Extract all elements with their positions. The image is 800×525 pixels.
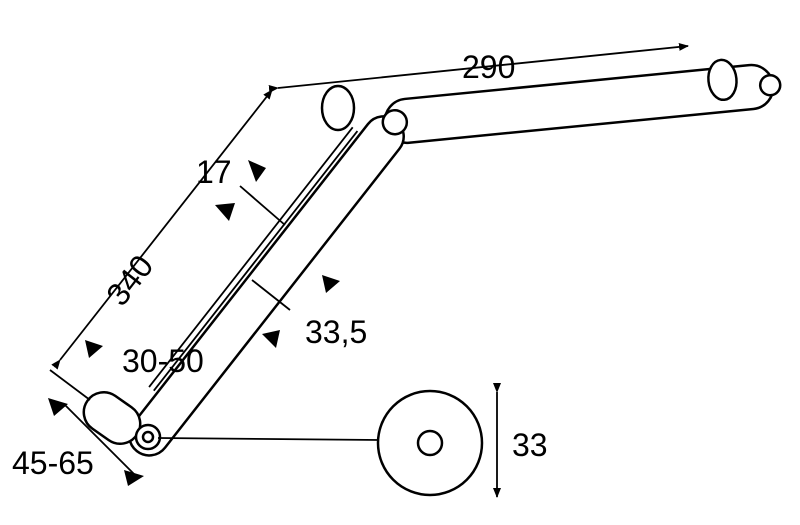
dim-290: 290 xyxy=(462,49,515,85)
dim-33: 33 xyxy=(512,427,548,463)
upper-arm xyxy=(383,58,782,145)
lower-arm xyxy=(127,108,409,457)
dim-45-65: 45-65 xyxy=(12,445,94,481)
top-pivot xyxy=(320,84,356,132)
dim-33-5: 33,5 xyxy=(305,314,367,350)
dim-30-50: 30-50 xyxy=(122,343,204,379)
dim-340: 340 xyxy=(99,248,160,312)
dim-17: 17 xyxy=(196,154,232,190)
